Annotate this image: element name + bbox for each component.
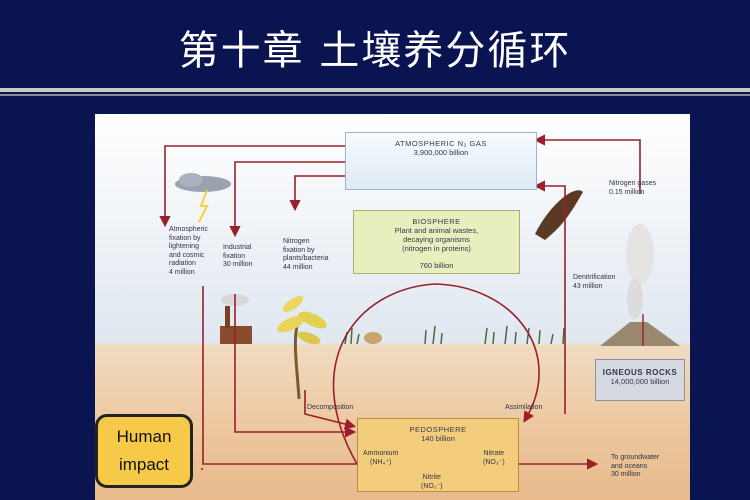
bird-icon <box>535 190 583 240</box>
atmospheric-fixation-line: Atmospheric <box>169 226 208 233</box>
title-rule-top <box>0 88 750 92</box>
rabbit-icon <box>364 332 382 344</box>
biosphere-heading: BIOSPHERE <box>412 217 461 226</box>
nitrogen-cycle-diagram: ATMOSPHERIC N₂ GAS 3,900,000 billion BIO… <box>95 114 690 500</box>
volcano-icon <box>600 322 680 346</box>
ammonium-formula: (NH₄⁺) <box>370 458 392 466</box>
igneous-amount: 14,000,000 billion <box>610 377 670 386</box>
factory-icon <box>220 326 252 344</box>
igneous-heading: IGNEOUS ROCKS <box>602 368 678 377</box>
denitrification-line: 43 million <box>573 282 603 290</box>
igneous-rocks-box: IGNEOUS ROCKS 14,000,000 billion <box>595 359 685 401</box>
biosphere-amount: 760 billion <box>419 261 454 270</box>
atmospheric-fixation-line: lightening <box>169 243 199 250</box>
nitrogen-fixation-line: plants/bacteria <box>283 255 329 262</box>
groundwater-line: To groundwater <box>611 454 660 461</box>
biosphere-line-3: (nitrogen in proteins) <box>402 244 471 253</box>
pedosphere-box: PEDOSPHERE 140 billion <box>357 418 519 492</box>
nitrogen-gases-line: 0.15 million <box>609 188 645 196</box>
title-rule-bottom <box>0 94 750 96</box>
ammonium-name: Ammonium <box>363 450 399 457</box>
nitrogen-gases-line: Nitrogen gases <box>609 180 657 187</box>
cycle-arrows <box>159 134 680 484</box>
biosphere-line-1: Plant and animal wastes, <box>394 226 479 235</box>
ammonium-label: Ammonium (NH₄⁺) <box>363 450 398 467</box>
atmosphere-box: ATMOSPHERIC N₂ GAS 3,900,000 billion <box>345 132 537 190</box>
atmospheric-fixation-line: and cosmic <box>169 251 205 259</box>
atmosphere-heading: ATMOSPHERIC N₂ GAS <box>395 139 487 148</box>
nitrogen-fixation-line: fixation by <box>283 246 315 254</box>
nitrogen-gases-label: Nitrogen gases 0.15 million <box>609 180 656 197</box>
atmosphere-amount: 3,900,000 billion <box>413 148 469 157</box>
nitrogen-fixation-line: 44 million <box>283 263 313 271</box>
denitrification-label: Denitrification 43 million <box>573 274 615 291</box>
nitrite-label: Nitrite (NO₂⁻) <box>421 474 443 491</box>
nitrate-formula: (NO₃⁻) <box>483 458 505 466</box>
industrial-fixation-line: fixation <box>223 252 246 260</box>
groundwater-line: and oceans <box>611 462 648 470</box>
assimilation-label: Assimilation <box>505 404 543 411</box>
biosphere-box: BIOSPHERE Plant and animal wastes, decay… <box>353 210 520 274</box>
nitrite-formula: (NO₂⁻) <box>421 482 443 490</box>
pedosphere-heading: PEDOSPHERE <box>409 425 467 434</box>
lightning-icon <box>198 189 209 223</box>
nitrate-name: Nitrate <box>483 450 505 457</box>
human-impact-callout: Human impact <box>95 414 193 488</box>
title-bar: 第十章 土壤养分循环 <box>0 0 750 88</box>
denitrification-line: Denitrification <box>573 274 616 281</box>
nitrogen-fixation-line: Nitrogen <box>283 238 310 245</box>
human-impact-line-2: impact <box>118 455 170 474</box>
pedosphere-amount: 140 billion <box>421 434 455 443</box>
atmospheric-fixation-line: 4 million <box>169 268 195 276</box>
groundwater-line: 30 million <box>611 471 641 478</box>
atmospheric-fixation-label: Atmospheric fixation by lightening and c… <box>169 226 208 277</box>
atmospheric-fixation-line: radiation <box>169 260 196 267</box>
atmospheric-fixation-line: fixation by <box>169 234 201 242</box>
industrial-fixation-line: 30 million <box>223 261 253 268</box>
nitrate-label: Nitrate (NO₃⁻) <box>483 450 505 467</box>
industrial-fixation-line: Industrial <box>223 244 252 251</box>
slide-title: 第十章 土壤养分循环 <box>178 28 572 74</box>
nitrite-name: Nitrite <box>422 474 441 481</box>
industrial-fixation-label: Industrial fixation 30 million <box>223 244 253 270</box>
biosphere-line-2: decaying organisms <box>403 235 470 244</box>
human-impact-line-1: Human <box>116 427 172 446</box>
nitrogen-fixation-label: Nitrogen fixation by plants/bacteria 44 … <box>283 238 329 272</box>
groundwater-label: To groundwater and oceans 30 million <box>611 454 659 480</box>
decomposition-label: Decomposition <box>307 404 354 411</box>
